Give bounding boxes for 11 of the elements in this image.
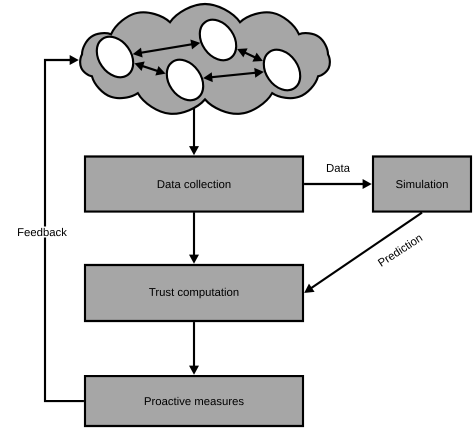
process-box: Simulation <box>372 155 472 213</box>
edge-label: Feedback <box>16 226 68 238</box>
process-box: Trust computation <box>84 264 304 322</box>
edge-label: Data <box>324 162 352 174</box>
process-box: Data collection <box>84 155 304 213</box>
process-box: Proactive measures <box>84 374 304 428</box>
network-node <box>198 18 238 62</box>
network-node <box>262 48 302 92</box>
network-node <box>96 36 134 78</box>
network-node <box>166 58 204 102</box>
arrow <box>44 55 84 402</box>
